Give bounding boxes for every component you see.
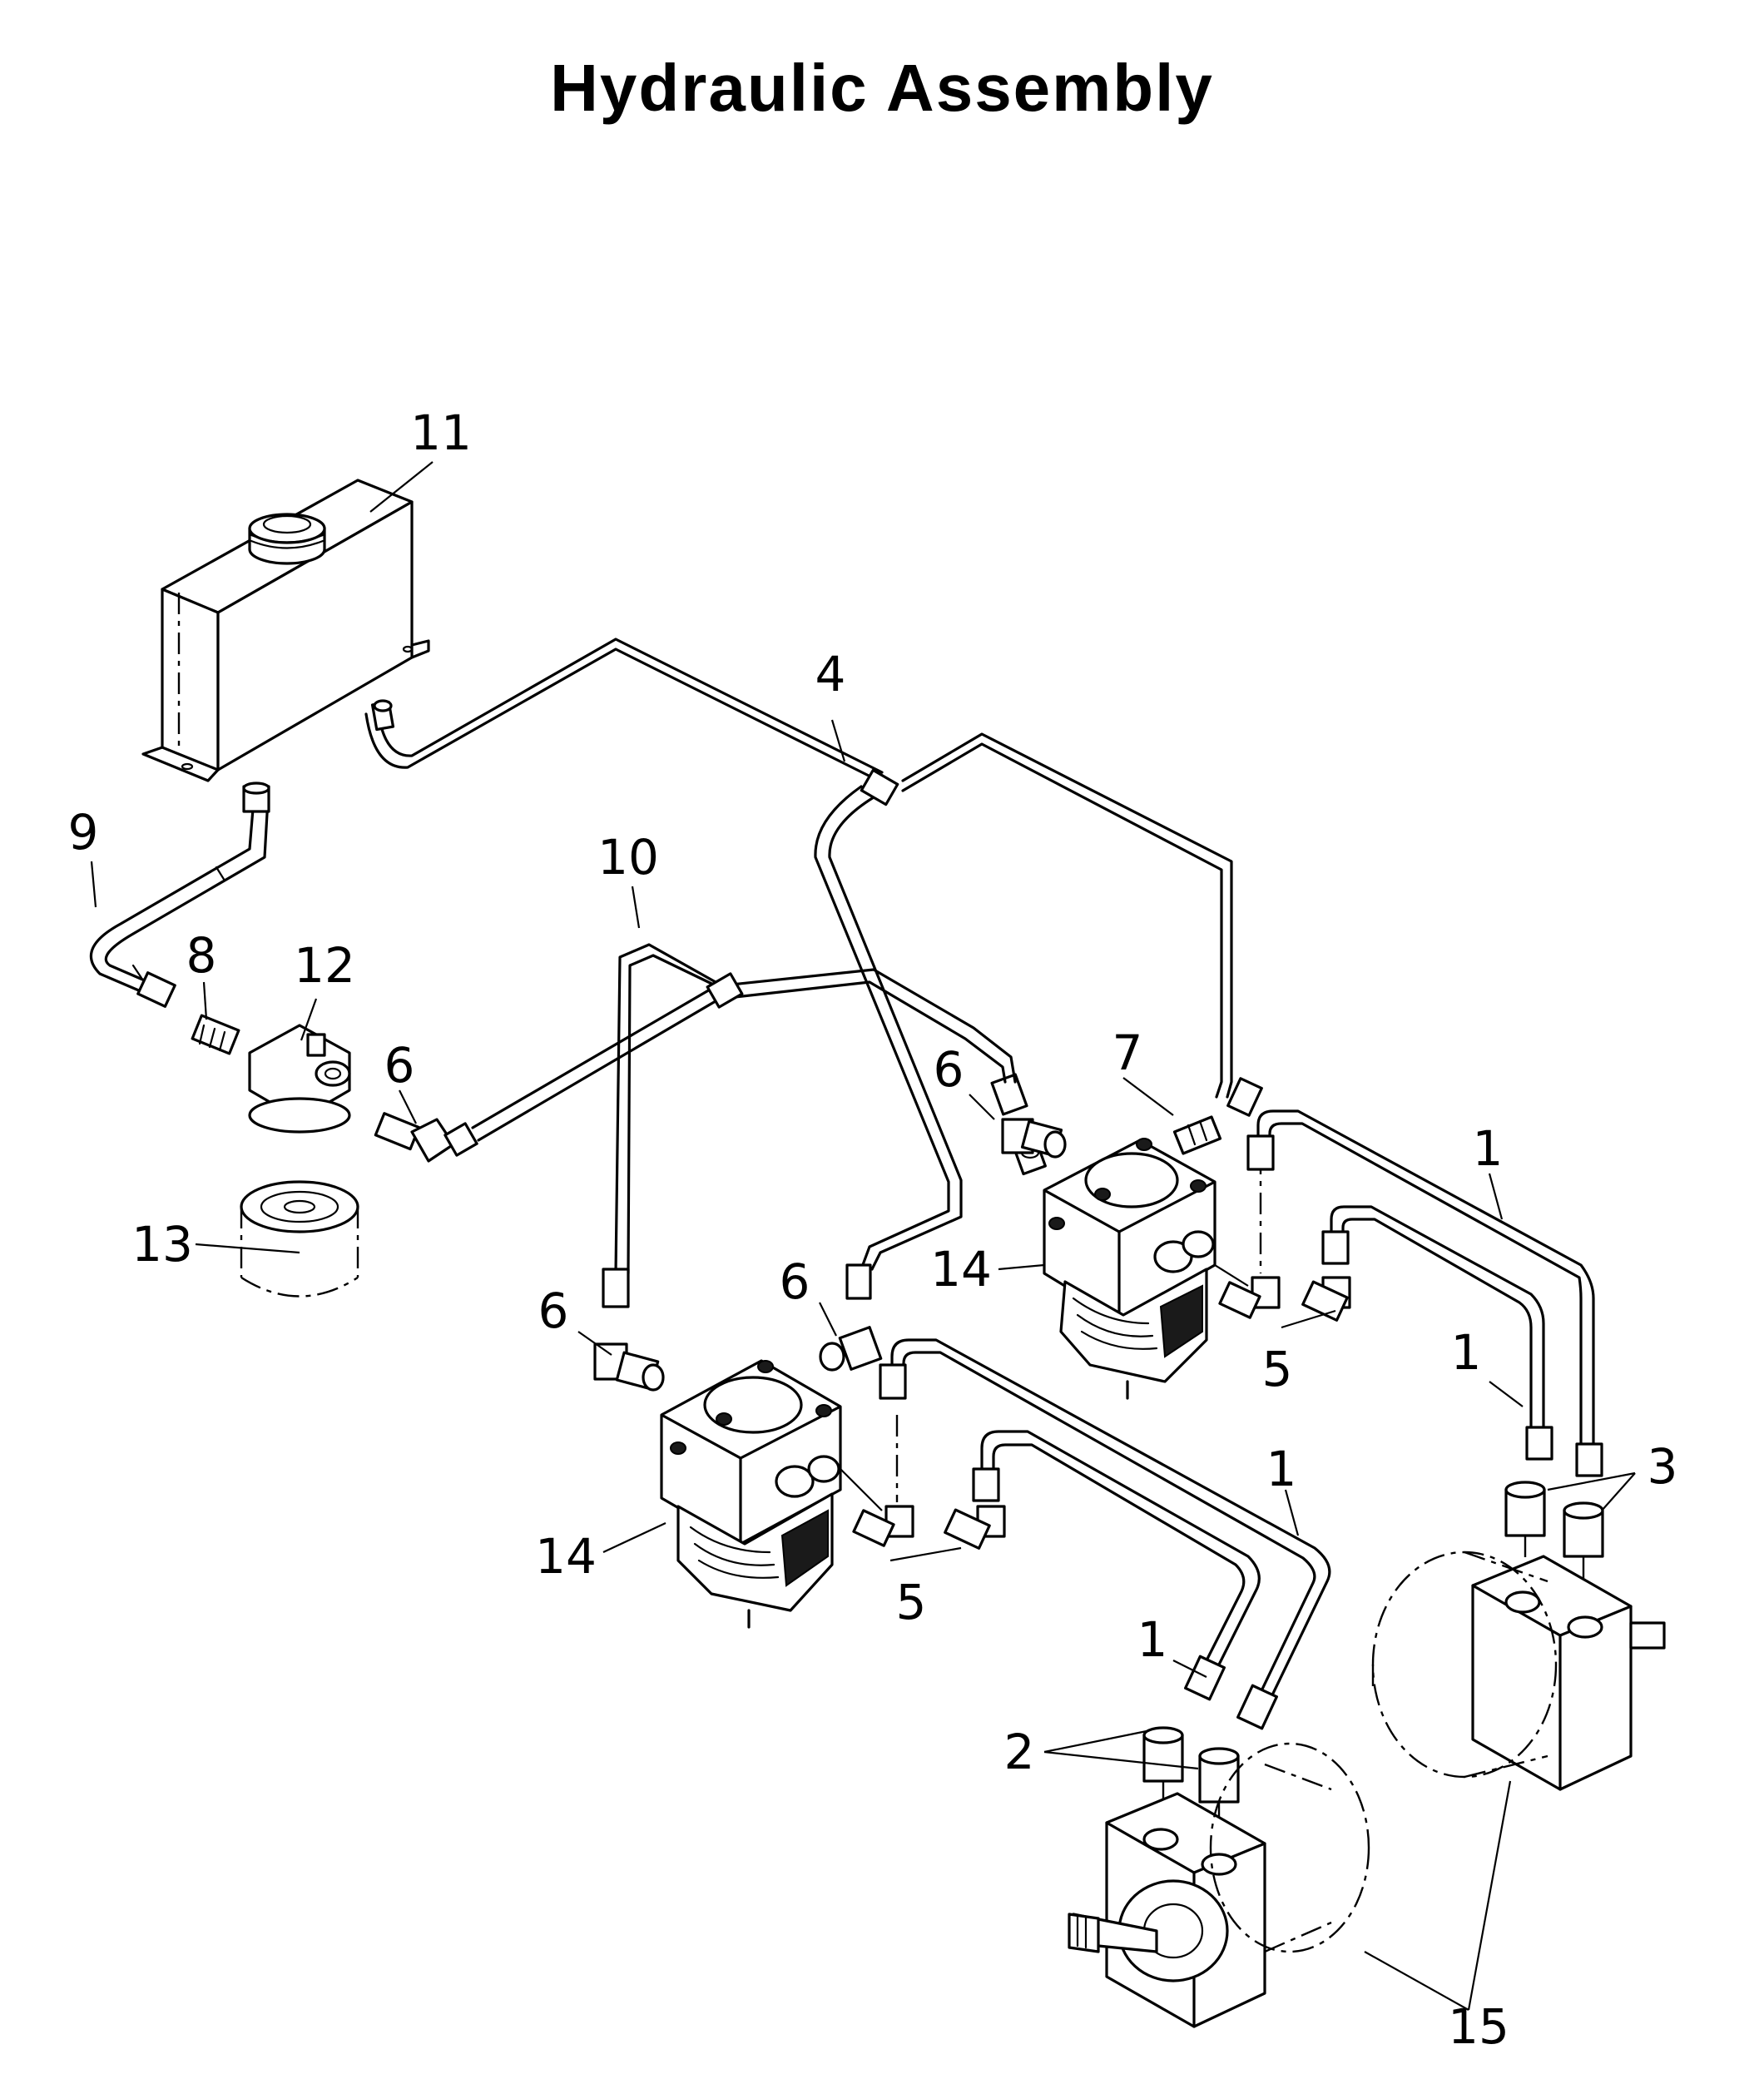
callout-9: 9 — [68, 804, 99, 861]
straight-fittings-right-motor — [1504, 1481, 1604, 1602]
callout-5-lower: 5 — [896, 1574, 927, 1630]
callout-1-upper-b: 1 — [1451, 1324, 1482, 1381]
reservoir-tank — [141, 479, 430, 782]
callout-5-upper: 5 — [1262, 1341, 1293, 1397]
callout-14-lower: 14 — [535, 1528, 597, 1585]
callout-8: 8 — [186, 927, 217, 984]
filter-cartridge — [240, 1180, 359, 1298]
elbow-pair-lower — [840, 1415, 1006, 1550]
callout-1-upper-a: 1 — [1473, 1120, 1504, 1177]
elbow-pair-upper — [1214, 1153, 1351, 1322]
callout-15: 15 — [1448, 1998, 1509, 2055]
callout-3: 3 — [1648, 1438, 1678, 1495]
callout-10: 10 — [597, 829, 659, 886]
callout-12: 12 — [294, 937, 355, 994]
callout-14-upper: 14 — [930, 1241, 992, 1298]
hose-nipple — [191, 1014, 240, 1055]
pressure-tube-10 — [471, 943, 1017, 1308]
elbow-fitting-lower-pump-b — [819, 1326, 883, 1372]
filter-head — [248, 1024, 351, 1134]
callout-1-lower-b: 1 — [1137, 1611, 1168, 1668]
return-tube-assembly — [364, 638, 1263, 1300]
callout-labels: 11 4 9 10 8 12 6 6 7 1 13 14 6 6 5 1 3 1… — [68, 404, 1678, 2055]
motor-hoses-upper — [1246, 1109, 1603, 1477]
callout-2: 2 — [1004, 1724, 1035, 1780]
callout-6-left: 6 — [384, 1037, 415, 1094]
motor-hoses-lower — [879, 1338, 1331, 1730]
callout-6-lower-b: 6 — [780, 1253, 810, 1310]
callout-6-upper: 6 — [934, 1041, 964, 1098]
callout-6-lower-a: 6 — [538, 1283, 569, 1339]
hydraulic-pump-upper — [1043, 1138, 1216, 1400]
leader-lines — [90, 461, 1636, 2011]
callout-7: 7 — [1112, 1025, 1143, 1081]
suction-hose — [90, 782, 270, 1008]
elbow-fitting-lower-pump-a — [593, 1342, 665, 1392]
elbow-fitting-upper-pump — [1001, 1118, 1067, 1159]
callout-11: 11 — [410, 404, 472, 461]
hydraulic-pump-lower — [660, 1359, 842, 1629]
pump-nipple — [1172, 1115, 1222, 1155]
elbow-fitting-left — [374, 1112, 478, 1163]
callout-13: 13 — [131, 1216, 193, 1273]
diagram-title: Hydraulic Assembly — [550, 51, 1214, 125]
wheel-motor-left — [1068, 1742, 1370, 2028]
callout-4: 4 — [815, 646, 846, 702]
wheel-motor-right — [1371, 1551, 1666, 1791]
callout-1-lower-a: 1 — [1266, 1441, 1297, 1497]
